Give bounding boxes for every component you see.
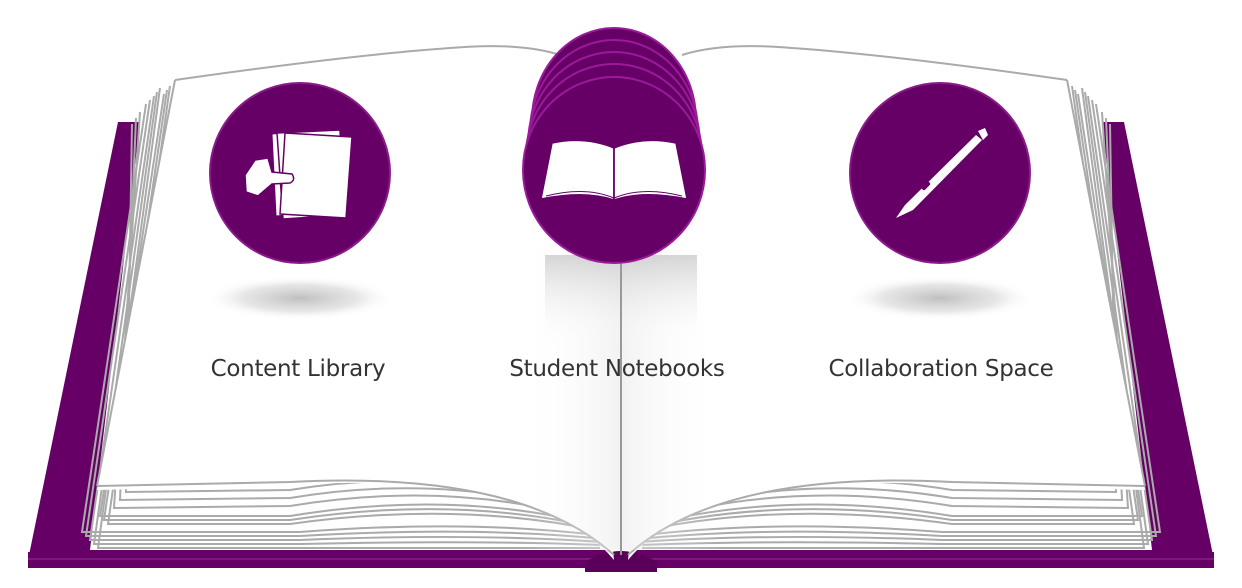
collaboration-space-badge	[849, 82, 1031, 264]
content-library-shadow	[205, 276, 395, 320]
collaboration-space-label: Collaboration Space	[828, 356, 1054, 382]
student-notebooks-badge	[522, 27, 706, 264]
content-library-button[interactable]	[210, 83, 390, 263]
papers-in-hand-icon	[244, 129, 353, 220]
collaboration-space-button[interactable]	[850, 83, 1030, 263]
pen-icon	[896, 128, 988, 218]
collaboration-space-shadow	[845, 276, 1035, 320]
book-cover	[28, 122, 1214, 572]
student-notebooks-button[interactable]	[523, 30, 705, 264]
content-library-label: Content Library	[210, 356, 386, 382]
content-library-badge	[209, 82, 391, 264]
open-book-icon	[540, 139, 688, 202]
student-notebooks-label: Student Notebooks	[509, 356, 725, 382]
